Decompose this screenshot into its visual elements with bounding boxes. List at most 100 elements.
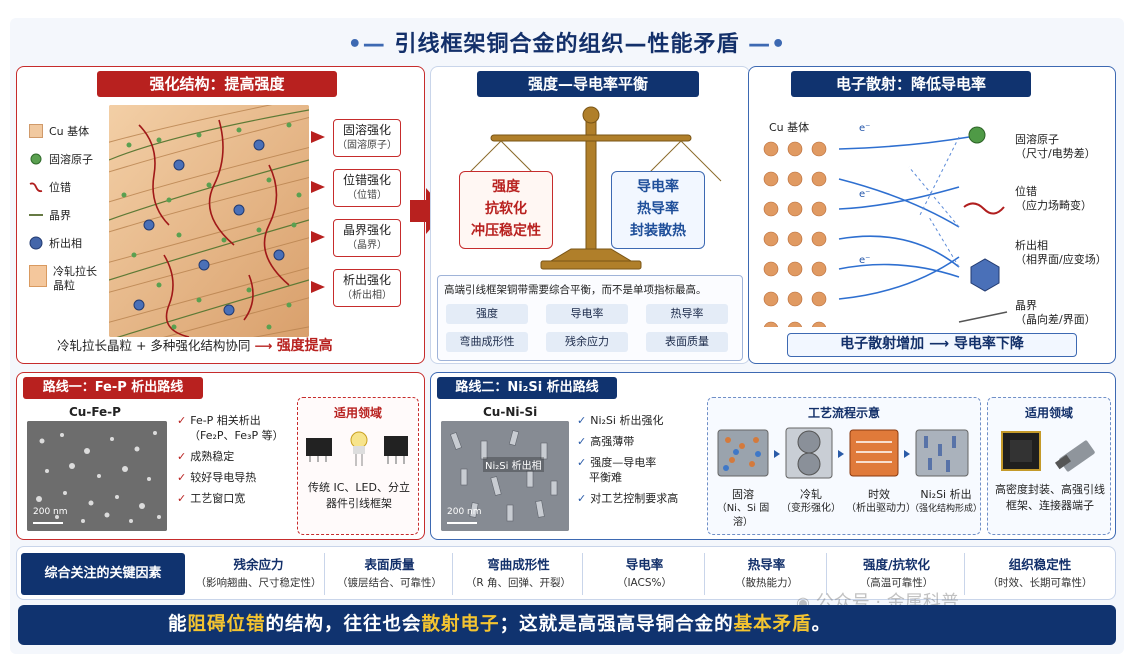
elongated-grain-swatch-icon [29,265,47,287]
process-flow-box: 工艺流程示意 固溶（Ni、Si 固溶） 冷轧（变形强化） 时效（析出驱动力） N… [707,397,983,535]
ni2si-label: Ni₂Si 析出相 [483,457,544,472]
route2-header: 路线二：Ni₂Si 析出路线 [437,377,617,399]
factors-bar: 综合关注的关键因素 残余应力（影响翘曲、尺寸稳定性） 表面质量（镀层结合、可靠性… [16,546,1116,600]
ni2si-micrograph-svg [441,421,569,531]
balance-note: 高端引线框架铜带需要综合平衡，而不是单项指标最高。 [444,284,707,296]
cu-matrix-swatch-icon [29,124,43,138]
route1-sample: Cu-Fe-P [69,405,121,419]
check-icon: ✓ [577,456,587,469]
cu-atom [763,261,779,277]
step-precipitation: Ni₂Si 析出（强化结构形成） [910,488,983,514]
microstructure-svg [109,105,309,337]
check-icon: ✓ [577,492,587,505]
route1-applications: 适用领域 传统 IC、LED、分立器件引线框架 [297,397,419,535]
right-pan: 导电率热导率封装散热 [611,171,705,249]
solute-atom-dot-icon [29,152,43,166]
cu-label: Cu 基体 [769,121,810,134]
chip-thermal: 热导率 [646,304,728,324]
route1-panel: 路线一：Fe-P 析出路线 Cu-Fe-P 200 nm ✓Fe-P 相关析出 … [16,372,425,540]
cu-atom [763,141,779,157]
tag-grain-boundary: 晶界强化（晶界） [333,219,401,257]
cu-atom [787,261,803,277]
cu-atom [787,291,803,307]
legend-solute-atom: 固溶原子 [29,151,93,167]
label-precipitate: 析出相（相界面/应变场） [1015,239,1107,266]
infographic-page: •— 引线框架铜合金的组织—性能矛盾 —• 强化结构：提高强度 Cu 基体 固溶… [10,18,1124,654]
check-icon: ✓ [177,471,187,484]
label-grain-boundary: 晶界（晶向差/界面） [1015,299,1096,326]
check-icon: ✓ [577,435,587,448]
step-solution: 固溶（Ni、Si 固溶） [716,488,770,528]
cu-atom [811,171,827,187]
balance-panel: 强度—导电率平衡 强度抗软化冲压稳定性 导电率热导率封装散热 高端引线框架铜带需… [430,66,750,364]
legend-grain-boundary: 晶界 [29,207,71,223]
label-dislocation: 位错（应力场畸变） [1015,185,1092,212]
fe-p-micrograph-svg [27,421,167,531]
route1-header: 路线一：Fe-P 析出路线 [23,377,203,399]
factor-conductivity: 导电率（IACS%） [585,553,705,595]
electron-label-2: e⁻ [859,189,870,200]
route2-bullets: ✓Ni₂Si 析出强化 ✓高强薄带 ✓强度—导电率 平衡难 ✓对工艺控制要求高 [577,414,679,505]
cu-atom [811,321,827,327]
fe-p-micrograph: 200 nm [27,421,167,531]
microstructure-illustration [109,105,309,337]
cu-atom [787,231,803,247]
ni2si-micrograph: Ni₂Si 析出相 200 nm [441,421,569,531]
tag-precipitate: 析出强化（析出相） [333,269,401,307]
scattering-footer: 电子散射增加 ⟶ 导电率下降 [787,333,1077,357]
chip-surface: 表面质量 [646,332,728,352]
check-icon: ✓ [177,492,187,505]
check-icon: ✓ [577,414,587,427]
factor-surface-quality: 表面质量（镀层结合、可靠性） [327,553,453,595]
route1-app-text: 传统 IC、LED、分立器件引线框架 [308,481,410,510]
factors-label: 综合关注的关键因素 [21,553,185,595]
precipitate-hexagon-icon [29,236,43,250]
package-connector-icons [1001,431,1095,472]
cu-atom [763,201,779,217]
label-solute: 固溶原子（尺寸/电势差） [1015,133,1096,160]
grain-boundary-line-icon [29,208,43,222]
cu-atom [787,141,803,157]
cu-atom [763,291,779,307]
balance-note-box: 高端引线框架铜带需要综合平衡，而不是单项指标最高。 强度 导电率 热导率 弯曲成… [437,275,743,361]
tag-dislocation: 位错强化（位错） [333,169,401,207]
cu-atom [811,141,827,157]
chip-strength: 强度 [446,304,528,324]
arrow-icon: ⟶ [254,338,277,353]
factor-strength: 强度/抗软化（高温可靠性） [829,553,965,595]
strengthening-footer: 冷轧拉长晶粒 + 多种强化结构协同 ⟶ 强度提高 [57,338,333,354]
cu-atom [787,171,803,187]
step-cold-roll: 冷轧（变形强化） [781,488,841,514]
scattering-panel: 电子散射：降低导电率 Cu 基体 e⁻ e⁻ e⁻ 固溶原子（尺寸/电势差） 位… [748,66,1116,364]
tag-solid-solution: 固溶强化（固溶原子） [333,119,401,157]
route2-sample: Cu-Ni-Si [483,405,538,419]
cu-atom [763,321,779,327]
strengthening-header: 强化结构：提高强度 [97,71,337,97]
chip-led-icons [306,431,408,466]
tag-connector-arrows [311,131,325,293]
arrow-icon: ⟶ [928,336,950,352]
left-pan: 强度抗软化冲压稳定性 [459,171,553,249]
chip-residual-stress: 残余应力 [546,332,628,352]
cu-atom [787,321,803,327]
route2-app-title: 适用领域 [1024,406,1073,420]
route1-app-title: 适用领域 [333,406,382,420]
cu-atom [763,231,779,247]
route2-applications: 适用领域 高密度封装、高强引线框架、连接器端子 [987,397,1111,535]
legend-cu-matrix: Cu 基体 [29,123,89,139]
chip-conductivity: 导电率 [546,304,628,324]
route2-app-text: 高密度封装、高强引线框架、连接器端子 [995,483,1105,512]
dislocation-curve-icon [29,180,43,194]
process-step-icons [717,427,969,479]
main-title: •— 引线框架铜合金的组织—性能矛盾 —• [347,32,787,57]
legend-precipitate: 析出相 [29,235,82,251]
cu-atom [787,201,803,217]
route1-bullets: ✓Fe-P 相关析出 （Fe₂P、Fe₃P 等） ✓成熟稳定 ✓较好导电导热 ✓… [177,414,284,505]
balance-header: 强度—导电率平衡 [477,71,699,97]
route1-scale: 200 nm [33,507,68,517]
process-title: 工艺流程示意 [807,406,880,420]
factor-residual-stress: 残余应力（影响翘曲、尺寸稳定性） [193,553,325,595]
electron-label-1: e⁻ [859,123,870,134]
cu-atom [811,261,827,277]
route2-scale: 200 nm [447,507,482,517]
